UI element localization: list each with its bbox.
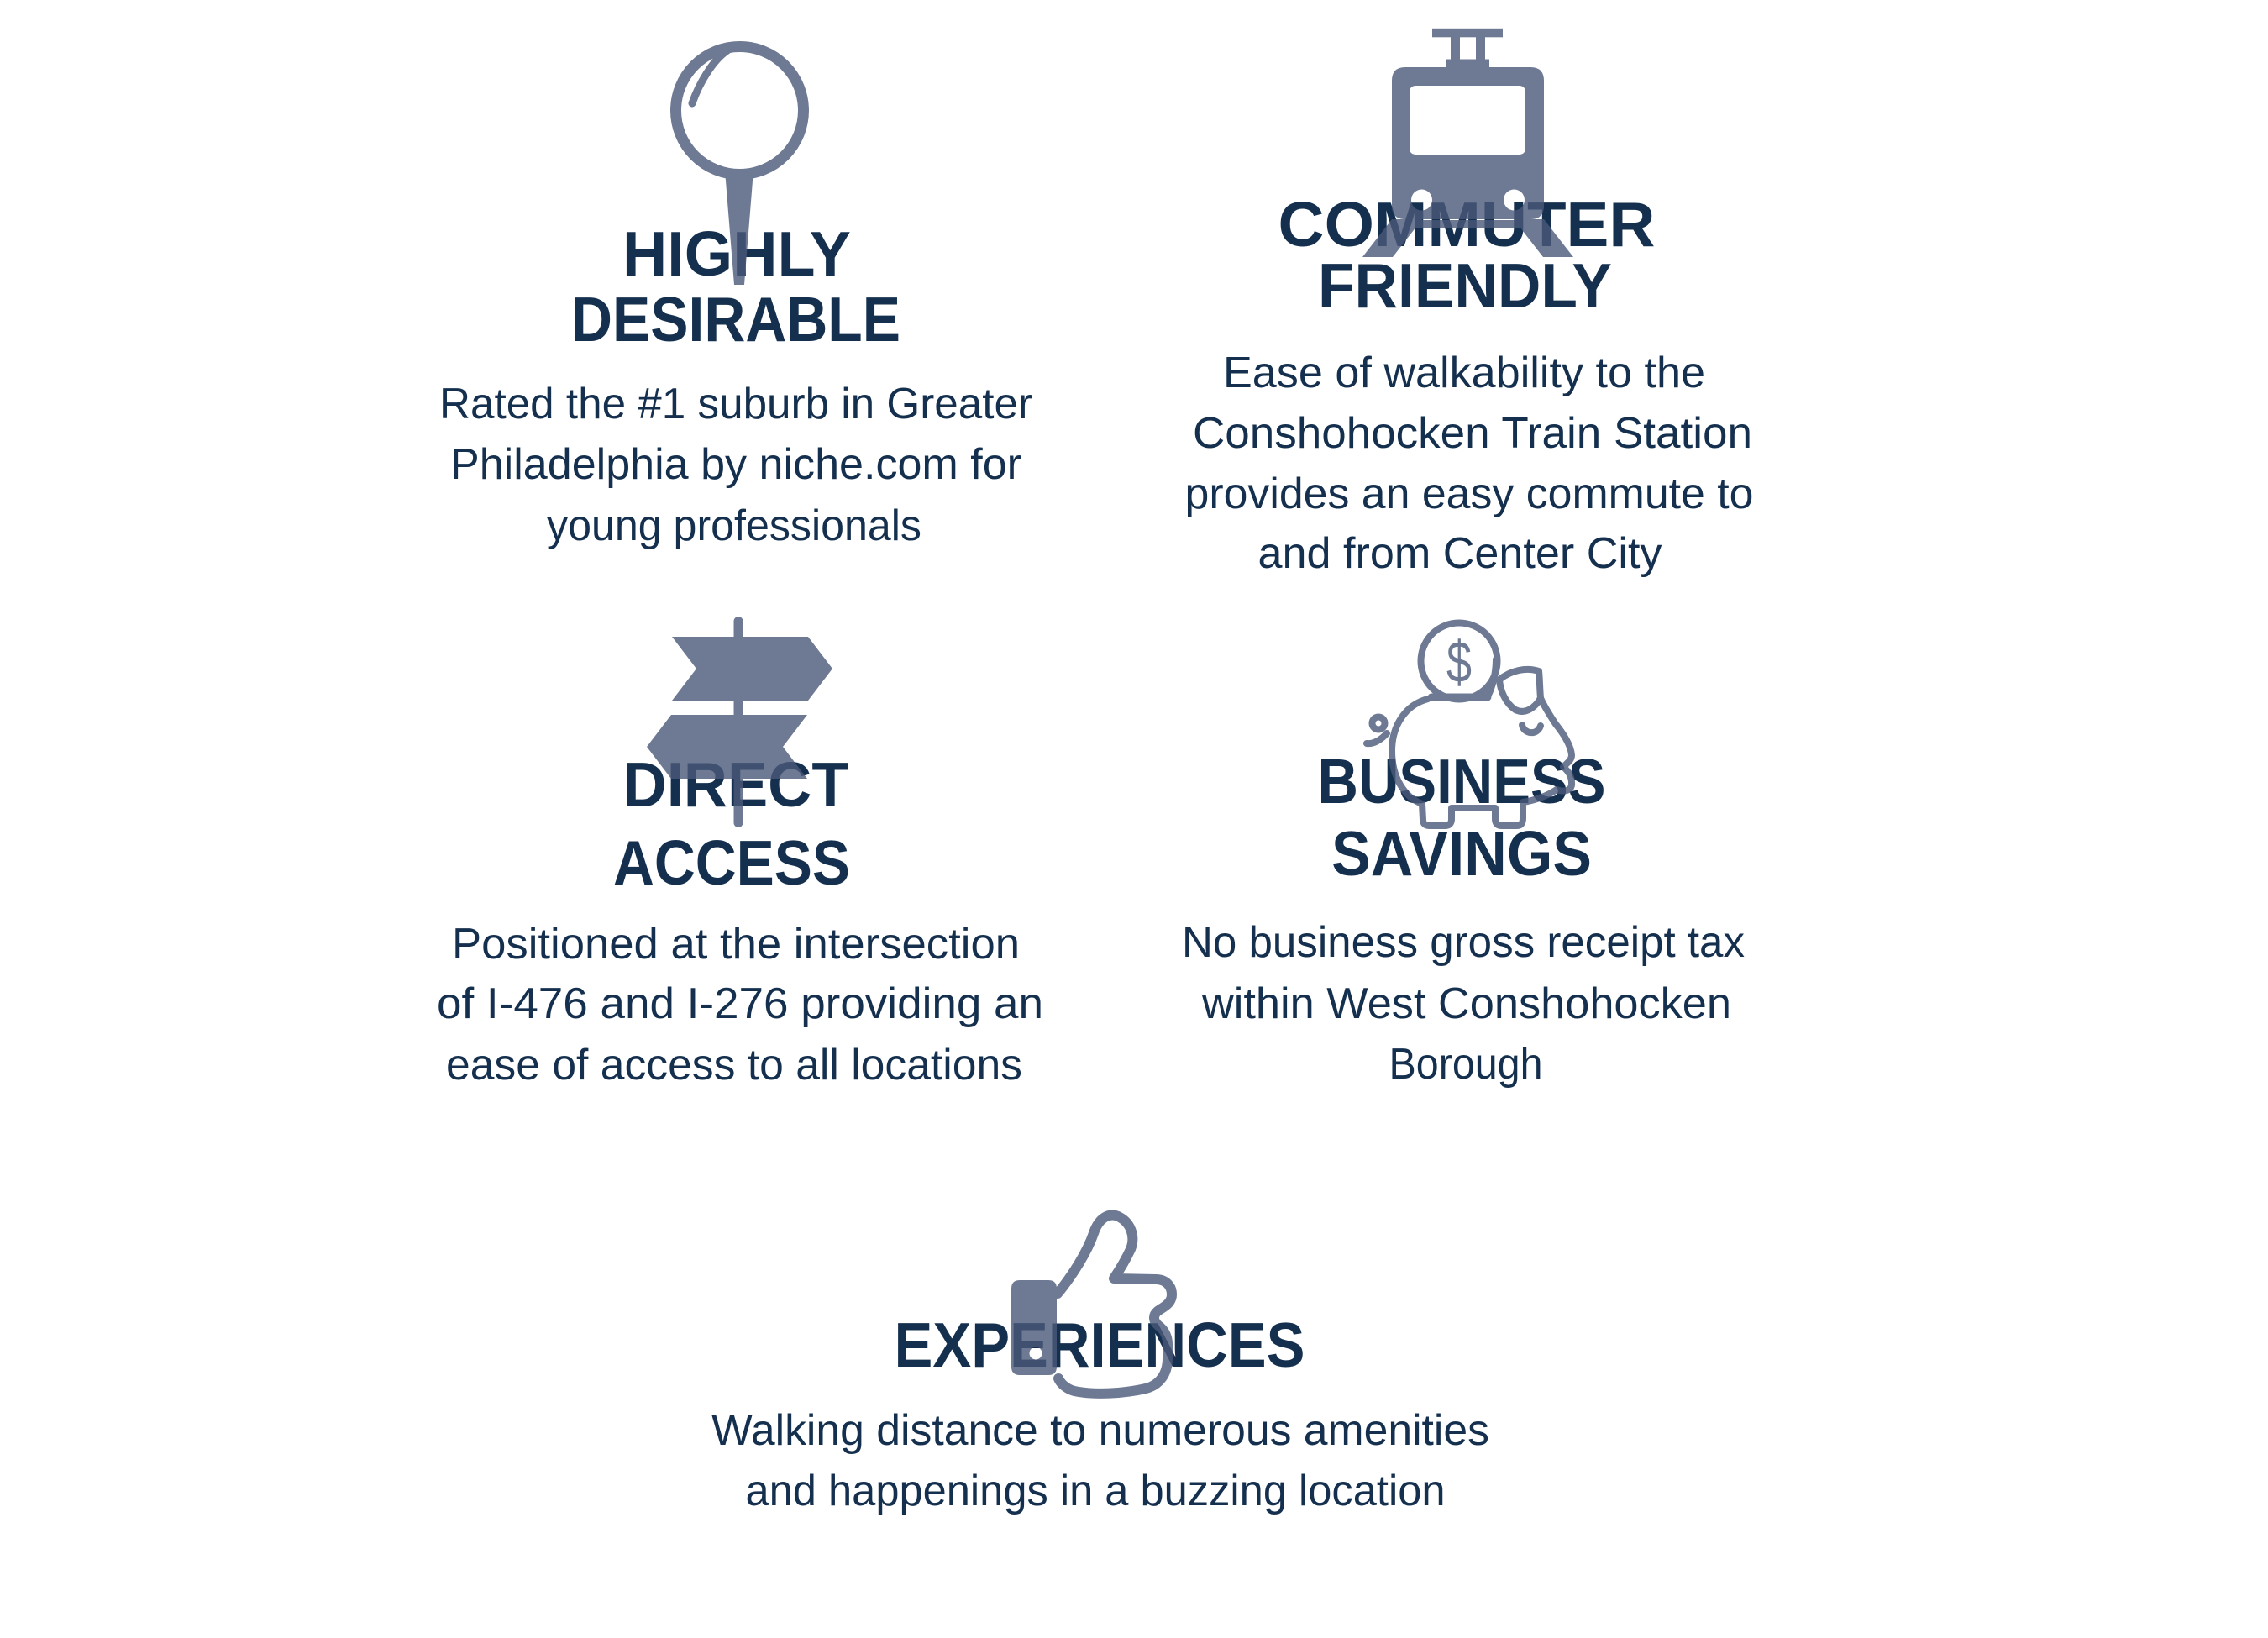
svg-text:young professionals: young professionals (547, 501, 921, 550)
svg-text:Philadelphia by niche.com for: Philadelphia by niche.com for (450, 440, 1021, 489)
svg-text:Ease of walkability to the: Ease of walkability to the (1223, 349, 1705, 397)
svg-text:No business gross receipt tax: No business gross receipt tax (1182, 918, 1745, 967)
svg-text:Rated the #1 suburb in Greater: Rated the #1 suburb in Greater (439, 380, 1032, 428)
svg-text:Borough: Borough (1389, 1040, 1543, 1089)
svg-text:within West Conshohocken: within West Conshohocken (1201, 979, 1731, 1028)
svg-text:Walking distance to numerous a: Walking distance to numerous amenities (711, 1406, 1489, 1455)
svg-text:EXPERIENCES: EXPERIENCES (895, 1310, 1305, 1380)
svg-text:provides an easy commute to: provides an easy commute to (1185, 470, 1754, 518)
svg-text:FRIENDLY: FRIENDLY (1318, 250, 1612, 321)
svg-text:SAVINGS: SAVINGS (1331, 818, 1592, 889)
svg-text:Positioned at the intersection: Positioned at the intersection (452, 920, 1020, 969)
svg-text:and happenings in a buzzing lo: and happenings in a buzzing location (746, 1467, 1446, 1515)
svg-text:$: $ (1446, 629, 1472, 695)
svg-text:ACCESS: ACCESS (613, 827, 850, 898)
svg-text:Conshohocken Train Station: Conshohocken Train Station (1193, 409, 1752, 458)
svg-text:and from Center City: and from Center City (1258, 529, 1662, 578)
svg-text:of I-476 and I-276 providing a: of I-476 and I-276 providing an (437, 979, 1043, 1028)
svg-text:ease of access to all location: ease of access to all locations (446, 1041, 1022, 1089)
svg-text:DESIRABLE: DESIRABLE (571, 284, 900, 354)
